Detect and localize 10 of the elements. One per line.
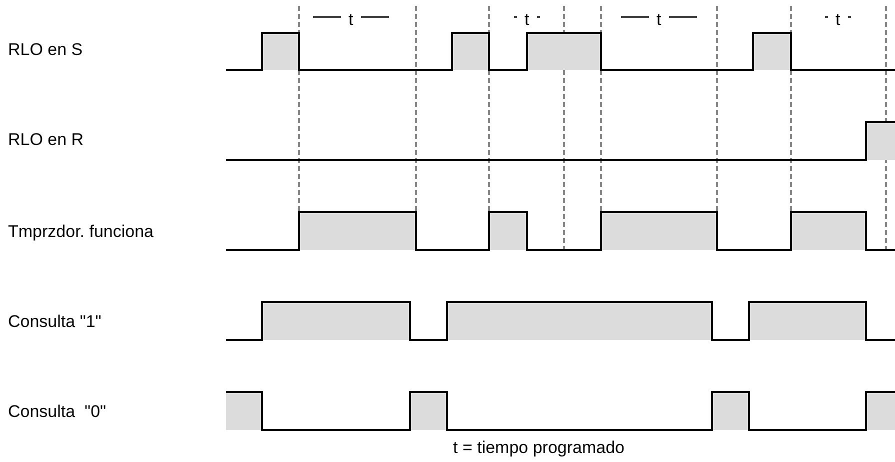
duration-label: t [656,10,662,30]
signal-name: RLO en R [8,130,84,150]
signal-name: Consulta "0" [8,402,106,422]
note: t = tiempo programado [453,438,625,458]
signal-name: RLO en S [8,40,83,60]
signal-name: Consulta "1" [8,312,102,332]
duration-label: t [524,10,530,30]
duration-label: t [836,10,840,30]
signal-name: Tmprzdor. funciona [8,222,154,242]
duration-label: t [348,10,354,30]
